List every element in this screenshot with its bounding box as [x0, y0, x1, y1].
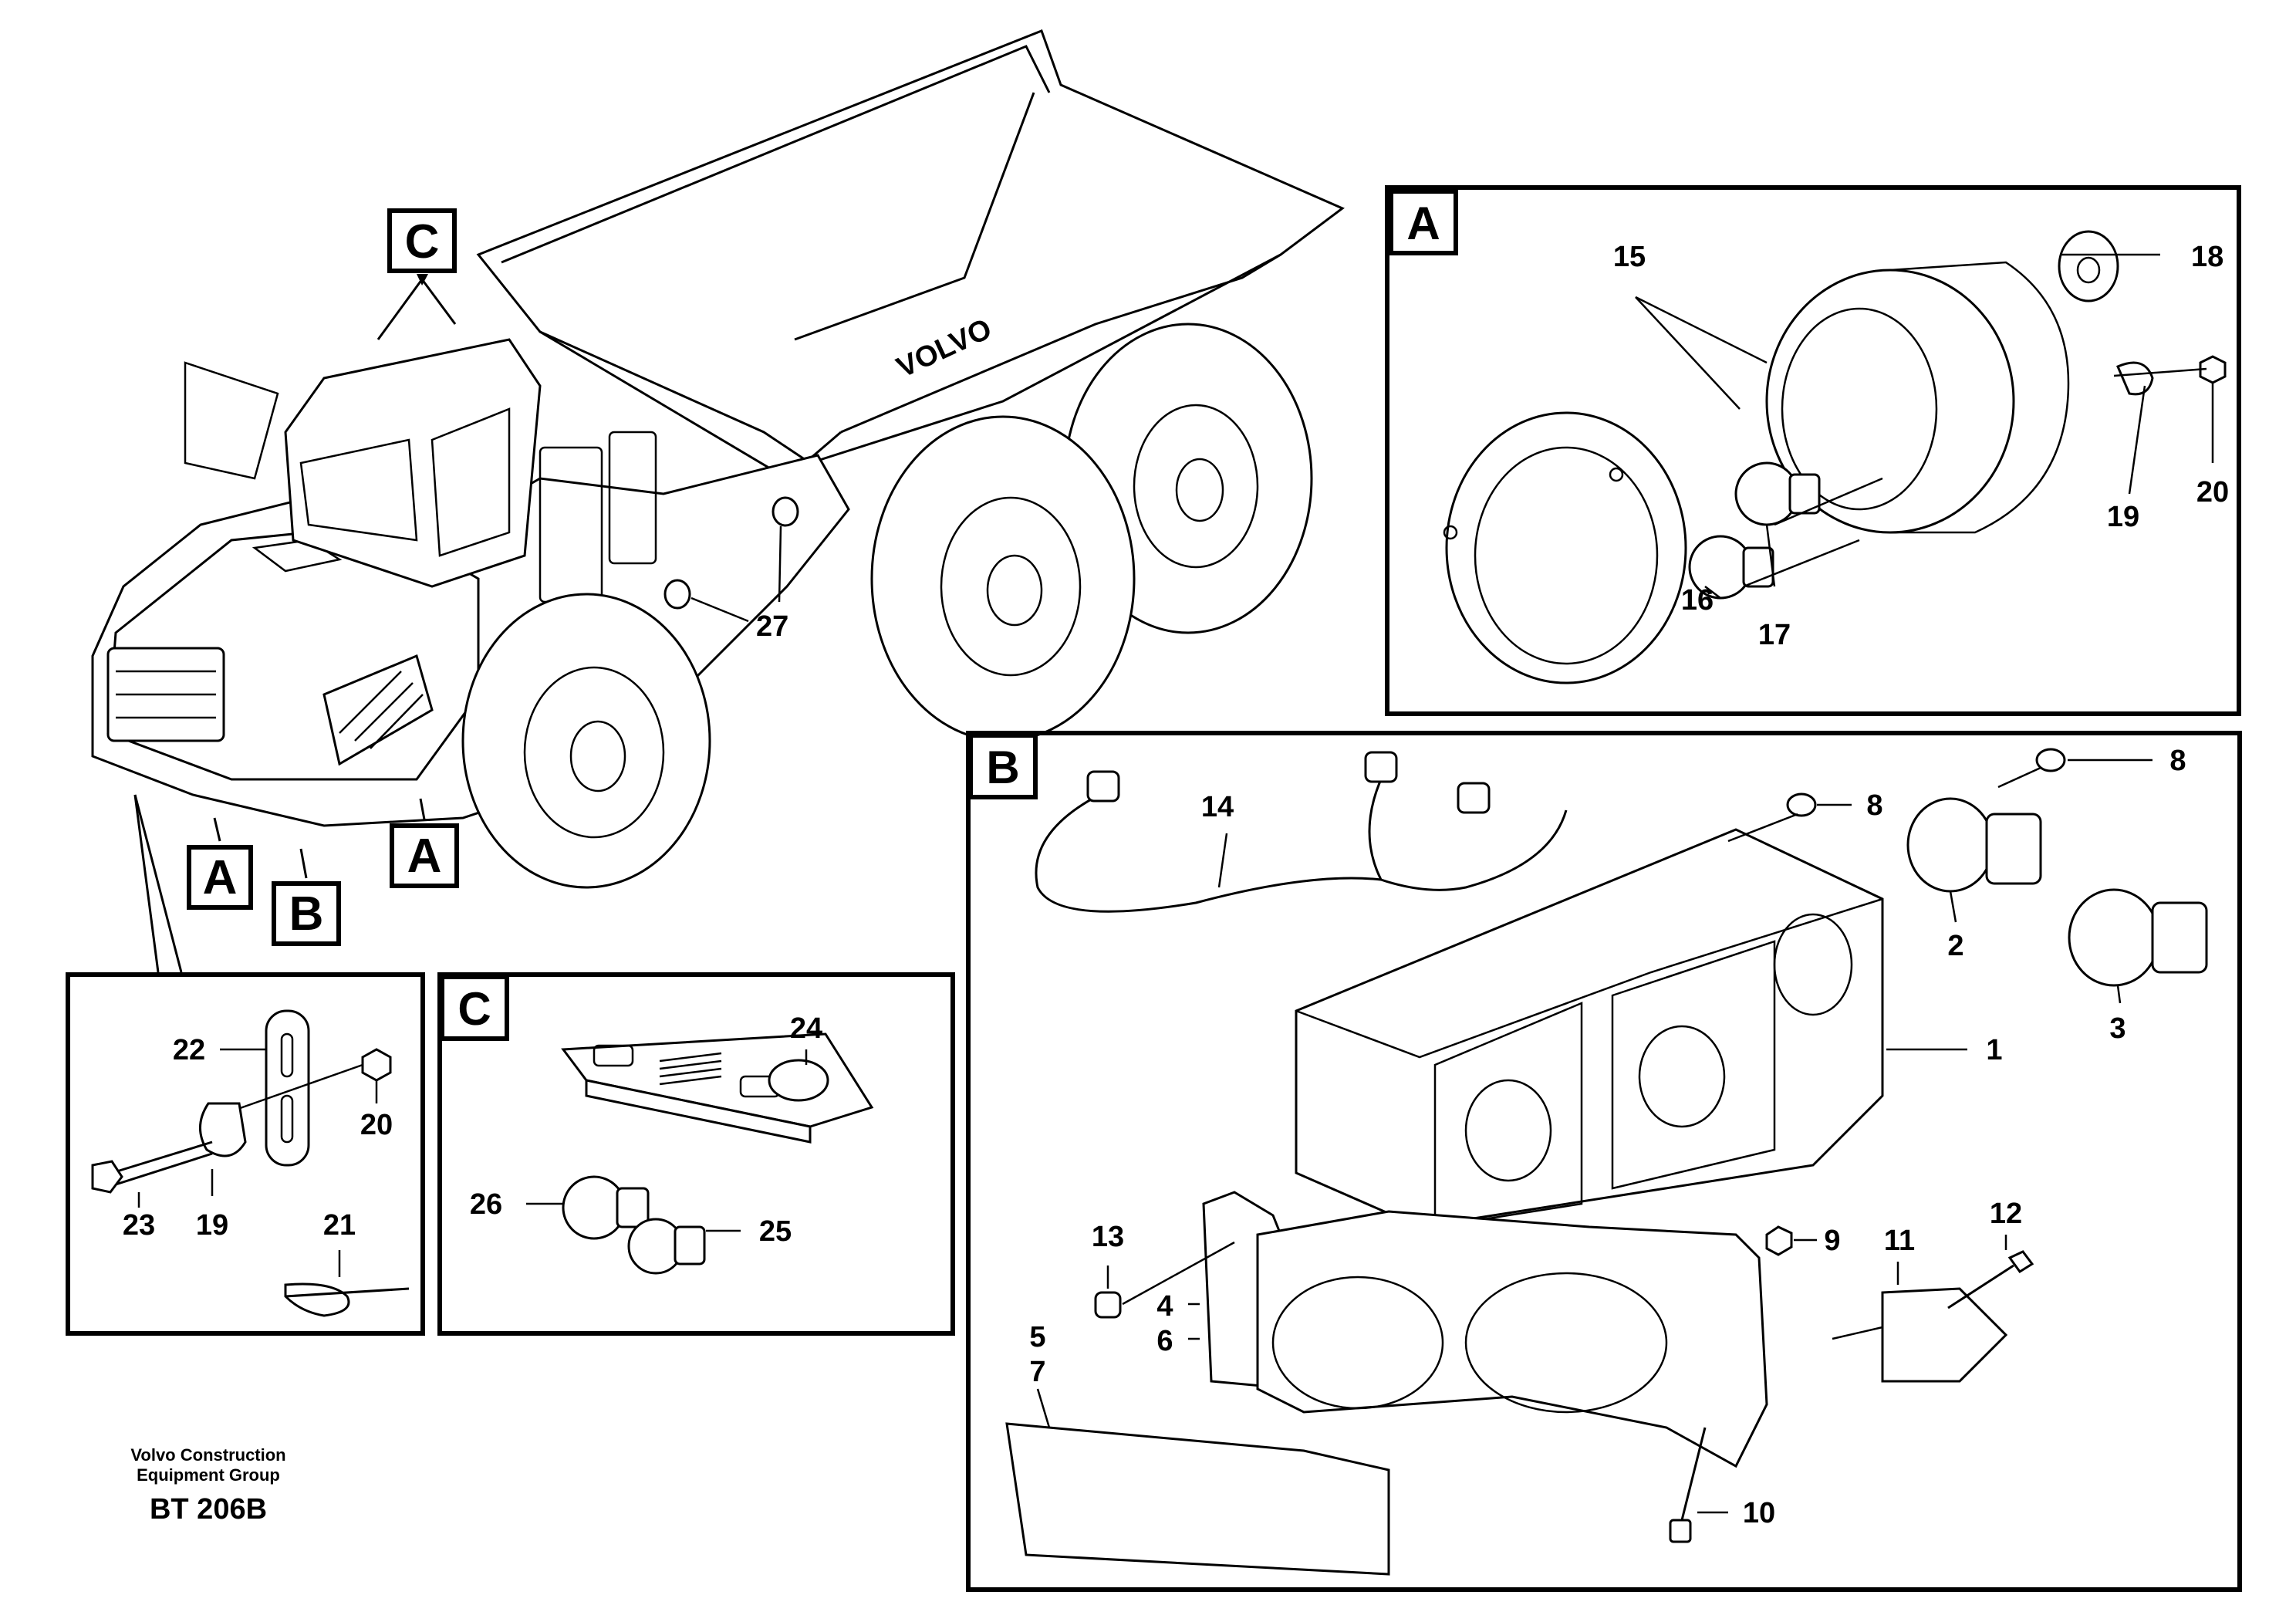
part-label-27: 27: [690, 525, 788, 643]
part-label-20: 20: [2196, 476, 2229, 509]
part-label-8b: 8: [2169, 745, 2186, 777]
part-label-12: 12: [1990, 1198, 2022, 1230]
panel-lower-left: 22 20 19 23 21: [66, 972, 425, 1336]
part-label-24: 24: [790, 1012, 822, 1045]
part-label-14: 14: [1201, 791, 1234, 823]
svg-text:A: A: [407, 830, 442, 883]
part-label-26: 26: [470, 1188, 502, 1221]
svg-text:A: A: [1406, 198, 1440, 249]
drawing-code: BT 206B: [150, 1493, 267, 1526]
panel-c: C 24 26 25: [437, 972, 955, 1336]
callout-a-left: A: [187, 817, 253, 910]
part-label-19b: 19: [196, 1209, 228, 1242]
part-label-20b: 20: [360, 1109, 393, 1141]
svg-text:C: C: [405, 215, 440, 269]
part-label-2: 2: [1947, 930, 1963, 962]
part-label-5: 5: [1029, 1321, 1045, 1353]
part-label-1: 1: [1986, 1034, 2002, 1066]
callout-a-right: A: [390, 798, 459, 888]
speaker-grid: [659, 1052, 722, 1086]
part-label-22: 22: [173, 1034, 205, 1066]
callout-c-cab: C: [376, 208, 457, 340]
part-label-13: 13: [1092, 1221, 1124, 1253]
svg-text:C: C: [458, 983, 491, 1035]
company-line-1: Volvo Construction: [130, 1445, 285, 1465]
part-label-11: 11: [1884, 1225, 1915, 1257]
part-label-21: 21: [323, 1209, 356, 1242]
panel-b: B 14 1 8 8 2: [966, 731, 2242, 1592]
svg-text:A: A: [203, 851, 238, 904]
part-label-19: 19: [2107, 501, 2139, 533]
part-label-4: 4: [1156, 1290, 1173, 1323]
part-label-16: 16: [1681, 584, 1714, 617]
part-label-9: 9: [1824, 1225, 1840, 1257]
part-label-6: 6: [1156, 1325, 1173, 1357]
panel-a: A 15 18 19 20 16 17: [1385, 185, 2241, 716]
part-label-8a: 8: [1866, 789, 1882, 822]
part-label-23: 23: [123, 1209, 155, 1242]
svg-text:27: 27: [756, 610, 788, 643]
part-label-7: 7: [1029, 1356, 1045, 1388]
part-label-10: 10: [1743, 1497, 1775, 1529]
callout-b: B: [272, 848, 341, 946]
articulated-hauler-illustration: VOLVO: [91, 29, 1345, 889]
part-label-3: 3: [2109, 1012, 2125, 1045]
svg-text:B: B: [986, 742, 1019, 793]
svg-text:B: B: [289, 887, 324, 941]
part-label-15: 15: [1613, 241, 1646, 273]
part-label-25: 25: [759, 1215, 792, 1248]
leader-line-left-panel: [133, 794, 160, 973]
company-line-2: Equipment Group: [137, 1465, 280, 1485]
part-label-18: 18: [2191, 241, 2223, 273]
footer: Volvo Construction Equipment Group BT 20…: [130, 1445, 285, 1526]
part-label-17: 17: [1758, 619, 1791, 651]
